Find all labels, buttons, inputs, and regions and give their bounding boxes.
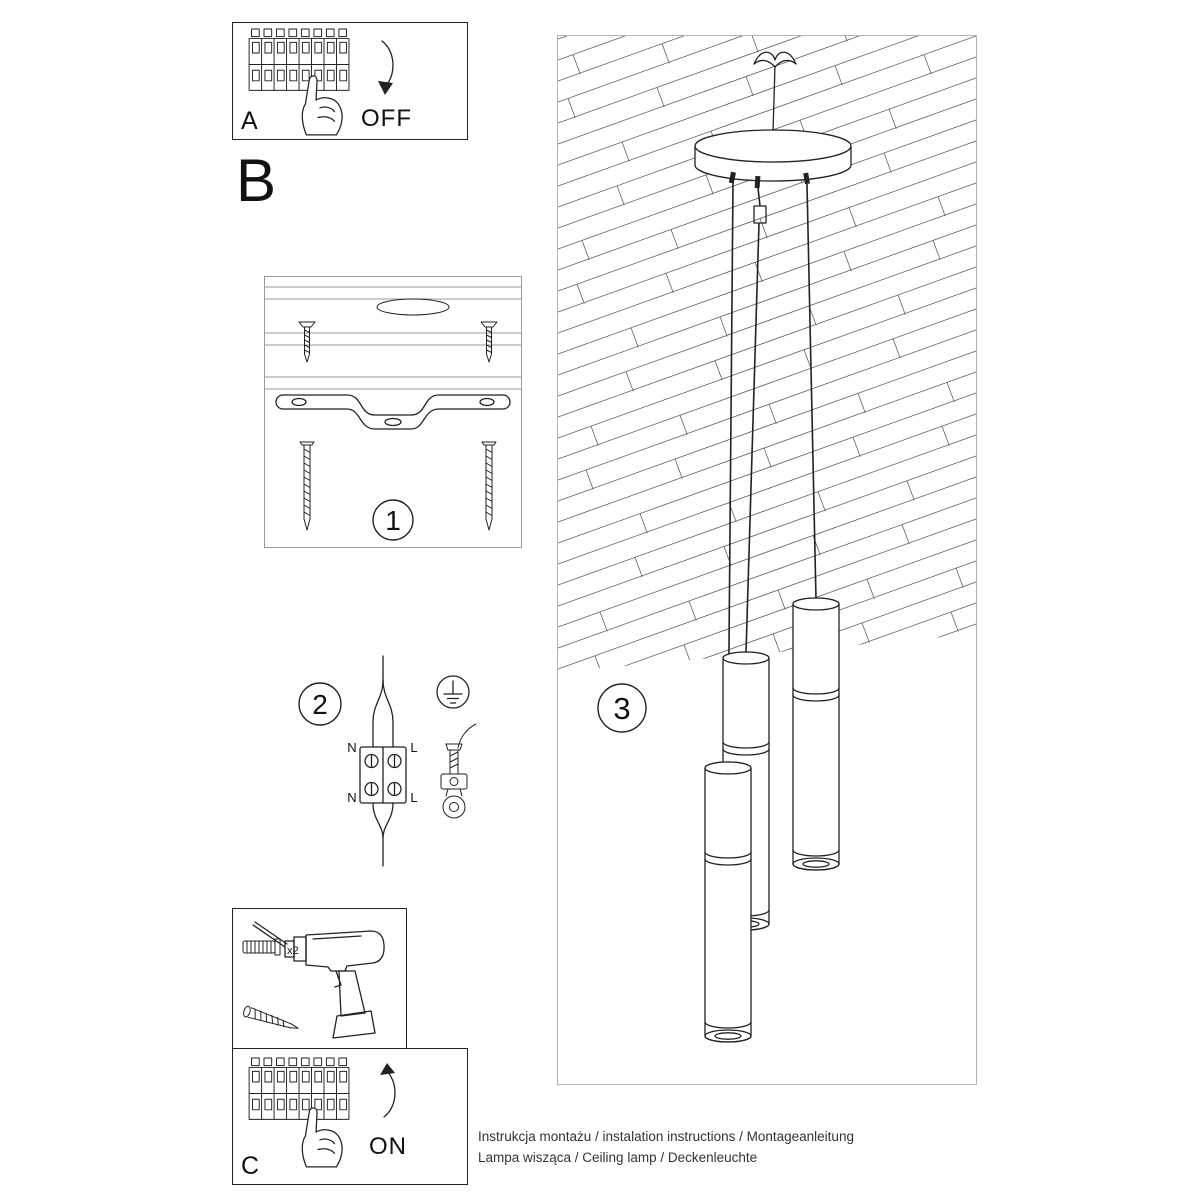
- terminal-label-l-bottom: L: [410, 790, 417, 805]
- section-b-label: B: [236, 147, 277, 214]
- pendant-cylinder-front: [704, 761, 752, 1043]
- cord-middle-upper: [757, 187, 761, 207]
- panel-power-on: ON C: [232, 1048, 468, 1185]
- wall-plug-icon: [242, 938, 281, 956]
- step1-mounting-panel: 1: [264, 276, 522, 548]
- on-label: ON: [369, 1133, 407, 1160]
- short-screw-right: [480, 321, 498, 363]
- cable-connector: [753, 205, 767, 224]
- ground-clamp-drawing: [440, 723, 477, 819]
- mounting-drawing: 1: [265, 286, 521, 541]
- long-screw-right: [481, 441, 497, 531]
- footer-text: Instrukcja montażu / instalation instruc…: [478, 1126, 854, 1168]
- tools-drawing: x2: [242, 921, 385, 1039]
- cord-grips: [728, 171, 810, 189]
- drill-icon: [252, 921, 385, 1039]
- wire-connector-drawing: [359, 655, 407, 867]
- footer-line-2: Lampa wisząca / Ceiling lamp / Deckenleu…: [478, 1150, 758, 1165]
- canopy-drawing: [694, 129, 852, 182]
- screw-icon: [243, 1005, 299, 1029]
- ground-symbol-icon: [436, 675, 470, 709]
- section-a-label: A: [241, 107, 258, 135]
- cord-middle-lower: [745, 222, 760, 654]
- panel-power-off: OFF A: [232, 22, 468, 140]
- ceiling-board-lines: [265, 286, 521, 390]
- ceiling-hook-icon: [753, 51, 797, 68]
- terminal-label-n-top: N: [347, 740, 356, 755]
- cord-right: [806, 183, 817, 600]
- wiring-drawing: 2 N L N L: [298, 655, 477, 867]
- off-label: OFF: [361, 105, 412, 132]
- step2-wiring-panel: 2 N L N L: [290, 652, 490, 870]
- suspension-rod: [772, 65, 776, 133]
- flip-down-arrow-icon: [377, 40, 394, 96]
- step3-assembled-view: 3: [557, 35, 977, 1085]
- long-screw-left: [299, 441, 315, 531]
- breaker-panel-icon: [248, 28, 350, 91]
- step1-number-circle: [372, 499, 414, 541]
- step2-number-circle: [298, 682, 342, 726]
- footer-line-1: Instrukcja montażu / instalation instruc…: [478, 1129, 854, 1144]
- pendant-cylinder-right: [792, 597, 840, 871]
- breaker-off-drawing: [248, 28, 394, 136]
- terminal-label-l-top: L: [410, 740, 417, 755]
- step3-number-circle: [597, 683, 647, 733]
- short-screw-left: [298, 321, 316, 363]
- step2-number: 2: [312, 689, 328, 720]
- tools-panel: x2: [232, 908, 407, 1053]
- canopy-outline-marking: [376, 298, 450, 316]
- section-c-label: C: [241, 1152, 260, 1180]
- breaker-panel-icon: [248, 1057, 350, 1120]
- plug-count-label: x2: [287, 945, 299, 957]
- flip-up-arrow-icon: [379, 1062, 396, 1118]
- step1-number: 1: [385, 505, 401, 536]
- mounting-bracket: [275, 394, 511, 430]
- breaker-on-drawing: [248, 1057, 396, 1168]
- step3-number: 3: [613, 691, 630, 726]
- pendant-lamp-drawing: 3: [558, 36, 976, 1043]
- terminal-label-n-bottom: N: [347, 790, 356, 805]
